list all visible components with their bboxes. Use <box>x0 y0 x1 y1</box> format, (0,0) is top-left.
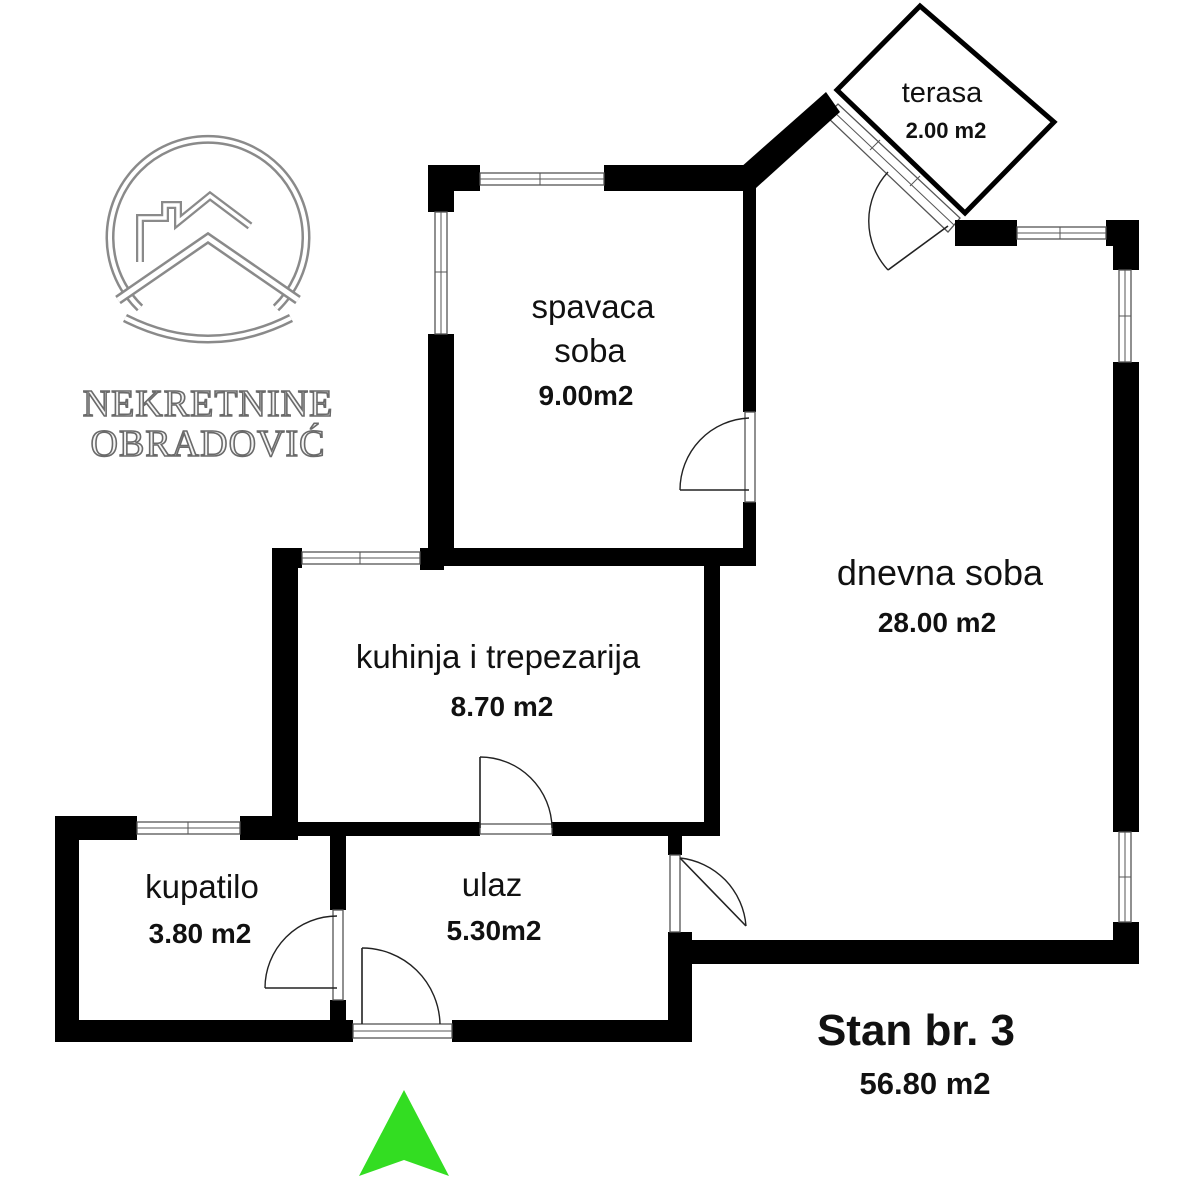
door-bathroom <box>264 909 344 1001</box>
room-name: terasa <box>902 77 983 109</box>
room-terrace: terasa 2.00 m2 <box>902 77 987 143</box>
room-area: 5.30m2 <box>447 915 542 946</box>
house-roof-logo-icon <box>105 135 311 344</box>
room-area: 9.00m2 <box>539 380 634 411</box>
door-bedroom <box>679 411 756 503</box>
room-bathroom: kupatilo 3.80 m2 <box>145 868 259 949</box>
terrace-outline <box>833 2 1058 217</box>
room-name: ulaz <box>462 866 523 903</box>
logo-line2: OBRADOVIĆ <box>91 423 326 465</box>
door-living <box>669 854 747 933</box>
room-bedroom: spavaca soba 9.00m2 <box>532 288 656 411</box>
window-living-right-upper <box>1118 269 1132 363</box>
company-logo: NEKRETNINE OBRADOVIĆ <box>82 135 334 466</box>
door-entrance <box>352 947 453 1039</box>
terrace-door-swing <box>868 171 949 271</box>
door-kitchen <box>479 756 553 835</box>
room-area: 3.80 m2 <box>149 918 252 949</box>
room-name: spavaca <box>532 288 656 325</box>
logo-line1: NEKRETNINE <box>83 383 334 425</box>
room-kitchen: kuhinja i trepezarija 8.70 m2 <box>356 638 641 722</box>
apartment-title-block: Stan br. 3 56.80 m2 <box>817 1006 1015 1101</box>
room-area: 8.70 m2 <box>451 691 554 722</box>
windows <box>136 172 1132 923</box>
entrance-arrow-icon <box>359 1090 449 1176</box>
window-bedroom-left <box>434 211 448 335</box>
room-area: 28.00 m2 <box>878 607 996 638</box>
room-name-line2: soba <box>554 332 626 369</box>
room-name: kupatilo <box>145 868 259 905</box>
window-bathroom-top <box>136 821 241 835</box>
room-name: dnevna soba <box>837 552 1044 593</box>
room-name: kuhinja i trepezarija <box>356 638 641 675</box>
walls <box>55 92 1139 1042</box>
window-living-top <box>1016 226 1107 240</box>
room-area: 2.00 m2 <box>906 118 987 143</box>
room-living: dnevna soba 28.00 m2 <box>837 552 1044 638</box>
apartment-title: Stan br. 3 <box>817 1006 1015 1055</box>
window-living-right-lower <box>1118 831 1132 923</box>
window-kitchen-top <box>301 551 421 565</box>
doors <box>264 411 756 1039</box>
window-bedroom-top <box>479 172 605 186</box>
room-entry: ulaz 5.30m2 <box>447 866 542 946</box>
apartment-total-area: 56.80 m2 <box>860 1066 991 1101</box>
